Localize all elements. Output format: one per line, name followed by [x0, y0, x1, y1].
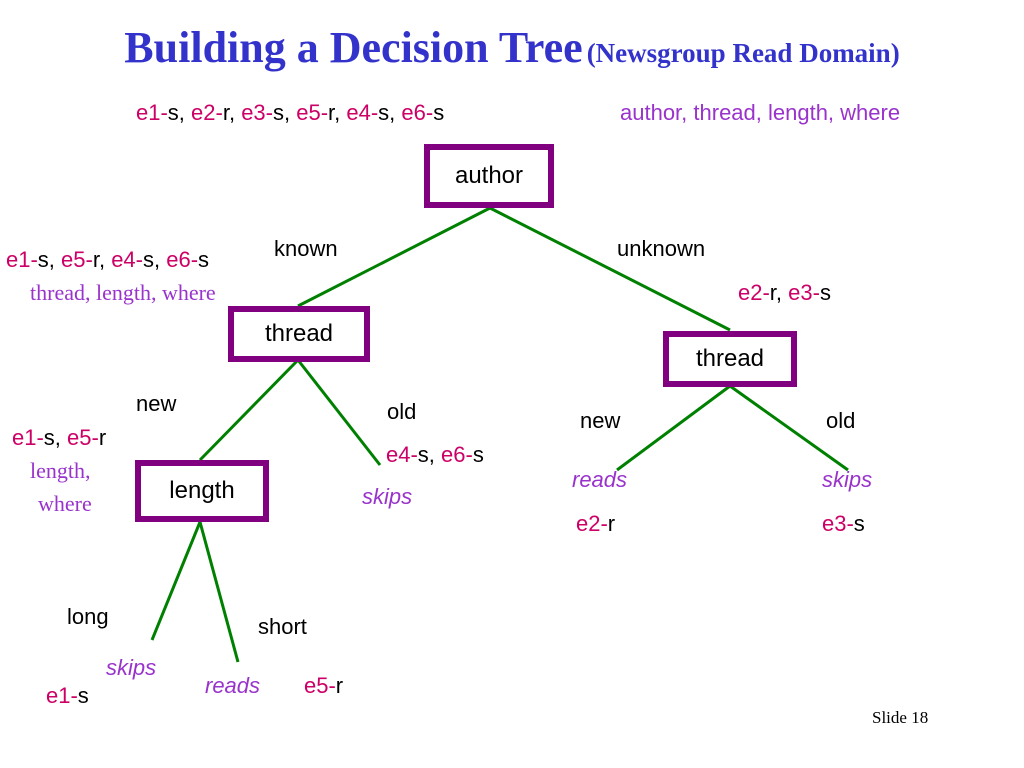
- leaf-short: reads: [205, 673, 261, 698]
- known-examples: e1-s, e5-r, e4-s, e6-s: [6, 247, 210, 272]
- edge-label-long: long: [67, 604, 109, 629]
- new-left-attributes-line2: where: [38, 491, 92, 516]
- edge-label-short: short: [258, 614, 307, 639]
- node-thread-unknown-label: thread: [695, 345, 765, 372]
- edge-thread-old-right: [729, 384, 849, 472]
- title-main: Building a Decision Tree: [124, 23, 583, 72]
- edge-author-known: [297, 206, 491, 308]
- edge-label-old-right: old: [826, 408, 856, 433]
- node-length-label: length: [169, 477, 235, 504]
- new-left-examples: e1-s, e5-r: [12, 425, 107, 450]
- leaf-old-right: skips: [822, 467, 873, 492]
- leaf-long: skips: [106, 655, 157, 680]
- edge-thread-new-left: [198, 358, 300, 462]
- node-thread-unknown[interactable]: thread: [663, 331, 797, 387]
- edge-thread-old-left: [296, 359, 382, 466]
- leaf-old-left: skips: [362, 484, 413, 509]
- old-right-examples: e3-s: [822, 511, 865, 536]
- top-attributes: author, thread, length, where: [620, 100, 901, 125]
- old-left-examples: e4-s, e6-s: [386, 442, 484, 467]
- edge-author-unknown: [489, 206, 731, 332]
- edge-label-new-left: new: [136, 391, 177, 416]
- known-attributes: thread, length, where: [30, 280, 216, 305]
- edge-thread-new-right: [616, 384, 731, 472]
- edge-label-new-right: new: [580, 408, 621, 433]
- edge-label-old-left: old: [387, 399, 417, 424]
- node-thread-known-label: thread: [264, 320, 334, 347]
- node-length[interactable]: length: [135, 460, 269, 522]
- long-examples: e1-s: [46, 683, 89, 708]
- short-examples: e5-r: [304, 673, 344, 698]
- new-left-attributes-line1: length,: [30, 458, 91, 483]
- node-thread-known[interactable]: thread: [228, 306, 370, 362]
- leaf-new-right: reads: [572, 467, 628, 492]
- slide-number: Slide 18: [872, 708, 929, 727]
- new-right-examples: e2-r: [576, 511, 616, 536]
- edge-length-long: [150, 521, 202, 641]
- node-author-label: author: [454, 162, 524, 189]
- top-examples: e1-s, e2-r, e3-s, e5-r, e4-s, e6-s: [136, 100, 445, 125]
- node-author[interactable]: author: [424, 144, 554, 208]
- edge-length-short: [198, 521, 240, 663]
- edge-label-known: known: [274, 236, 338, 261]
- title-subtitle: (Newsgroup Read Domain): [586, 38, 900, 68]
- edge-label-unknown: unknown: [617, 236, 706, 261]
- page-title: Building a Decision Tree (Newsgroup Read…: [0, 22, 1024, 73]
- unknown-examples: e2-r, e3-s: [738, 280, 831, 305]
